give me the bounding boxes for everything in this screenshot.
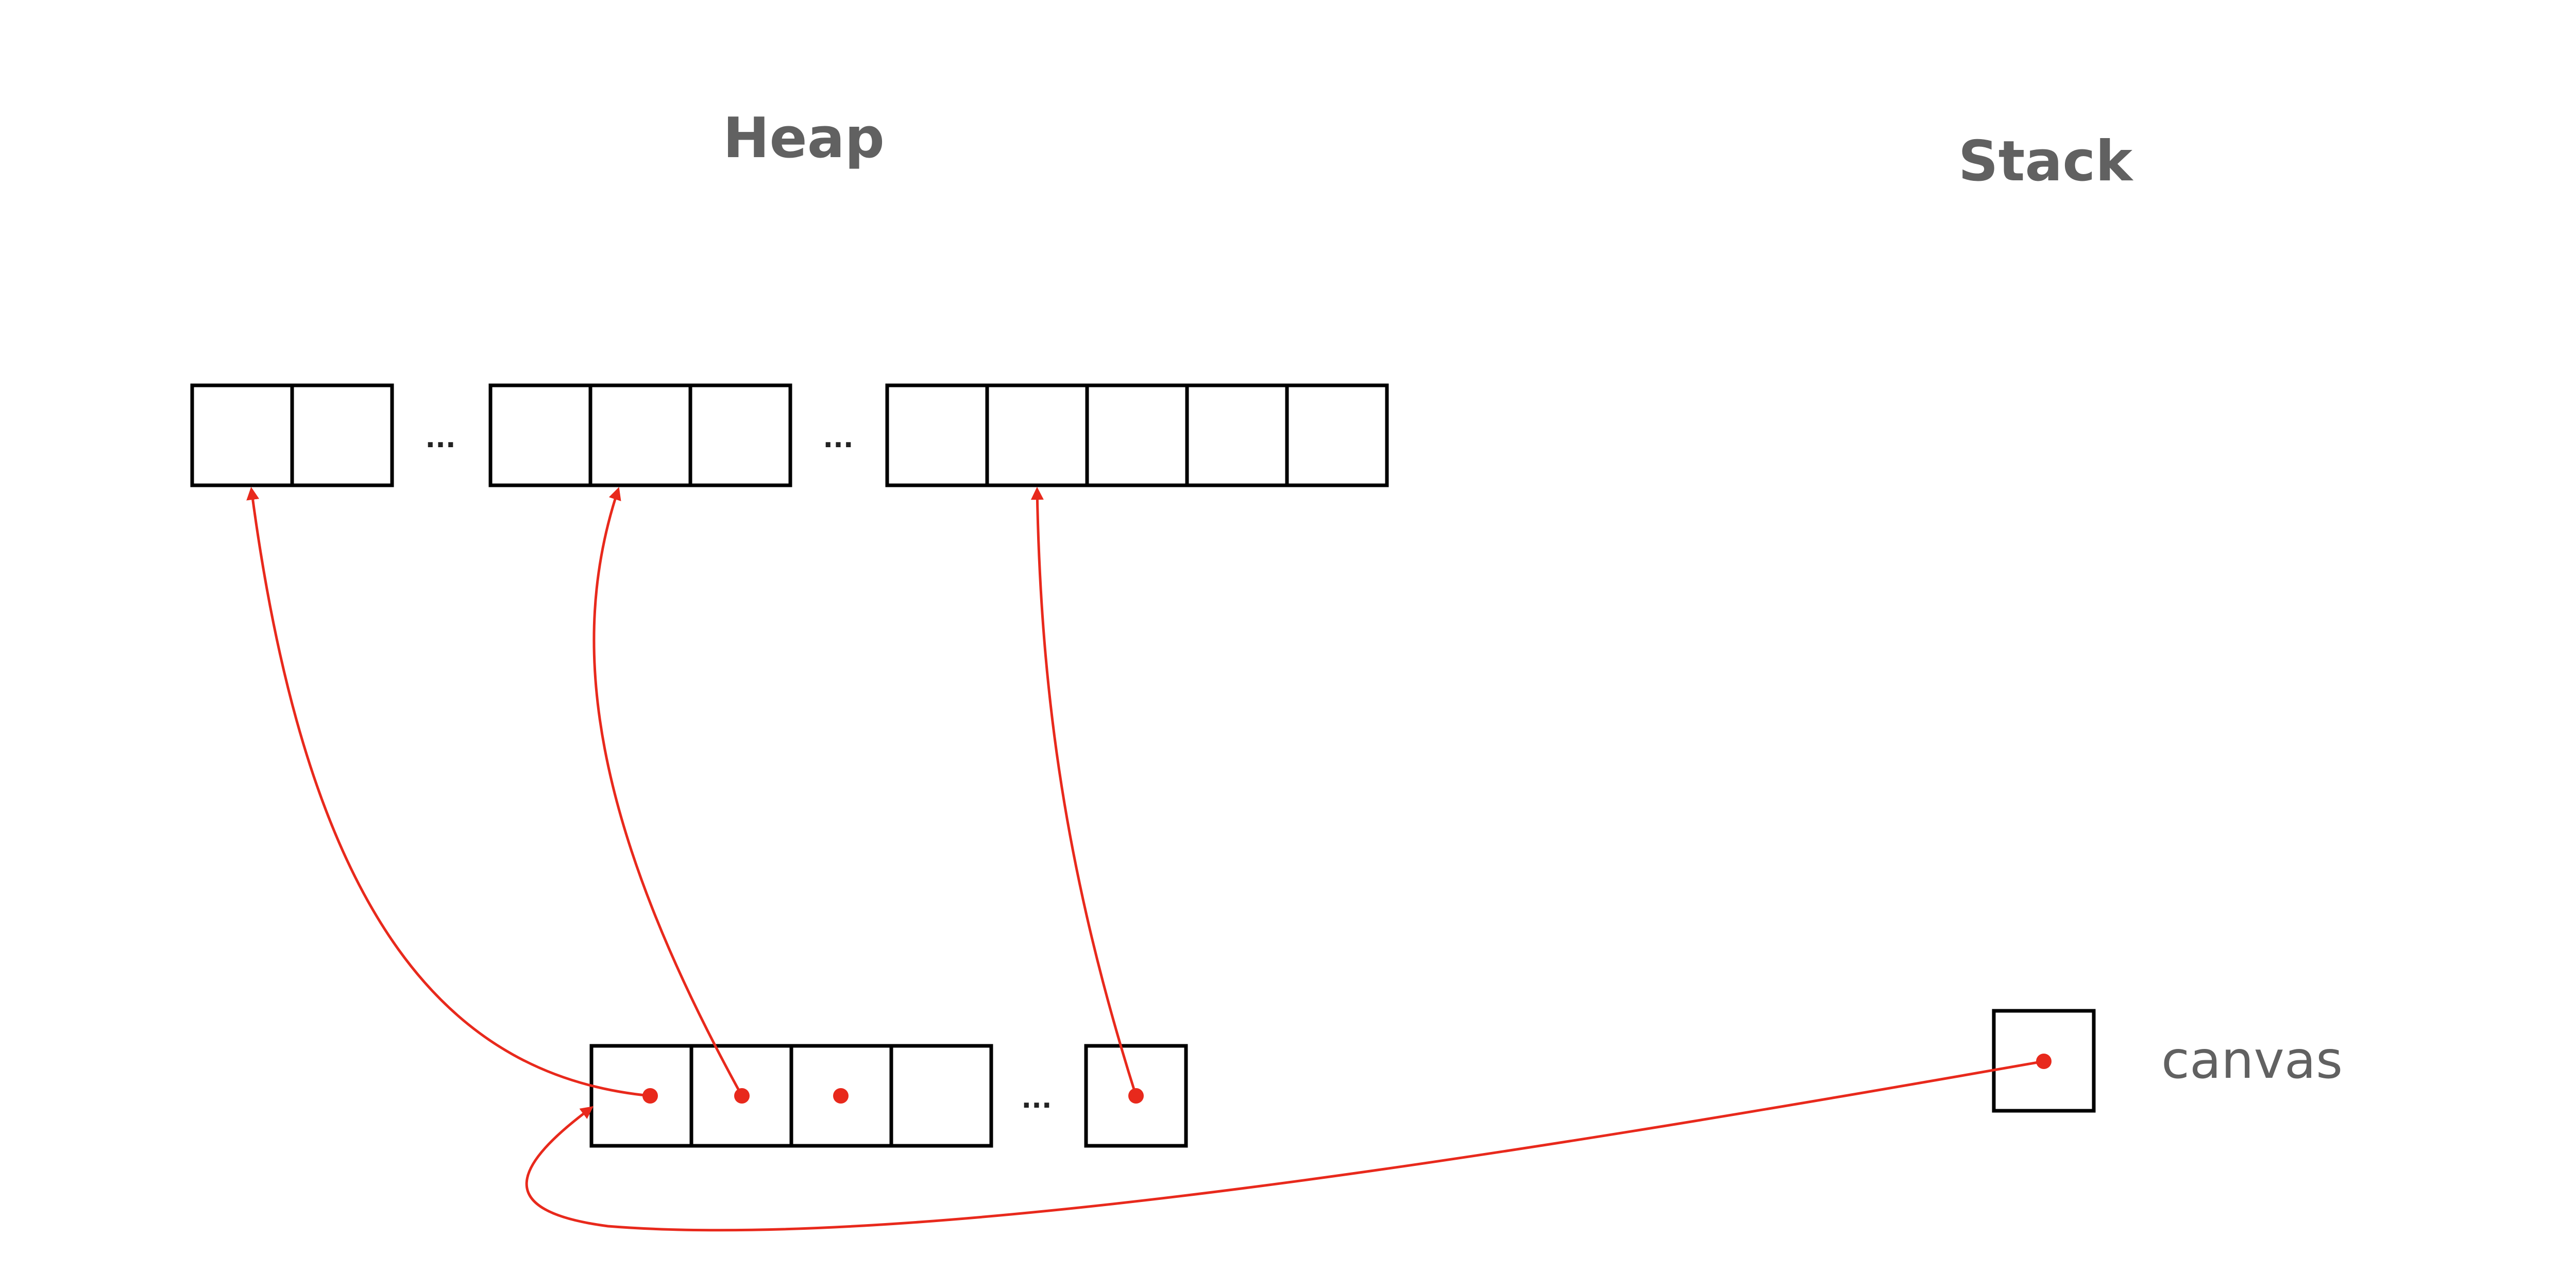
pointer-array xyxy=(589,1044,993,1148)
stack-heading: Stack xyxy=(1958,129,2133,194)
heap-object-c-cell xyxy=(1085,383,1189,487)
heap-object-a-cell xyxy=(290,383,394,487)
pointer-arrow-canvas-to-array xyxy=(525,1060,2044,1232)
bottom-ellipsis: ... xyxy=(1021,1083,1052,1114)
top-ellipsis-1: ... xyxy=(425,423,455,454)
heap-object-b xyxy=(488,383,792,487)
pointer-arrow-to-object-a xyxy=(246,487,651,1097)
heap-object-b-cell xyxy=(488,383,592,487)
heap-object-a xyxy=(190,383,394,487)
pointer-arrow-to-object-c xyxy=(1030,487,1138,1096)
pointer-dot xyxy=(734,1088,750,1104)
heap-object-c-cell xyxy=(1185,383,1289,487)
heap-object-b-cell xyxy=(688,383,792,487)
heap-object-c-cell xyxy=(985,383,1089,487)
top-ellipsis-2: ... xyxy=(823,423,853,454)
pointer-dot xyxy=(642,1088,658,1104)
heap-object-c xyxy=(885,383,1389,487)
heap-object-b-cell xyxy=(588,383,692,487)
pointer-arrow-to-object-b xyxy=(592,487,743,1097)
heap-object-c-cell xyxy=(1285,383,1389,487)
heap-heading: Heap xyxy=(723,106,885,171)
pointer-dot xyxy=(833,1088,849,1104)
pointer-dot-canvas xyxy=(2036,1054,2052,1069)
heap-object-a-cell xyxy=(190,383,294,487)
pointer-array-last-cell xyxy=(1084,1044,1188,1148)
pointer-array-cell xyxy=(889,1044,993,1148)
heap-object-c-cell xyxy=(885,383,989,487)
pointer-dot xyxy=(1128,1088,1144,1104)
stack-slot-canvas xyxy=(1992,1009,2096,1113)
canvas-label: canvas xyxy=(2161,1030,2343,1090)
